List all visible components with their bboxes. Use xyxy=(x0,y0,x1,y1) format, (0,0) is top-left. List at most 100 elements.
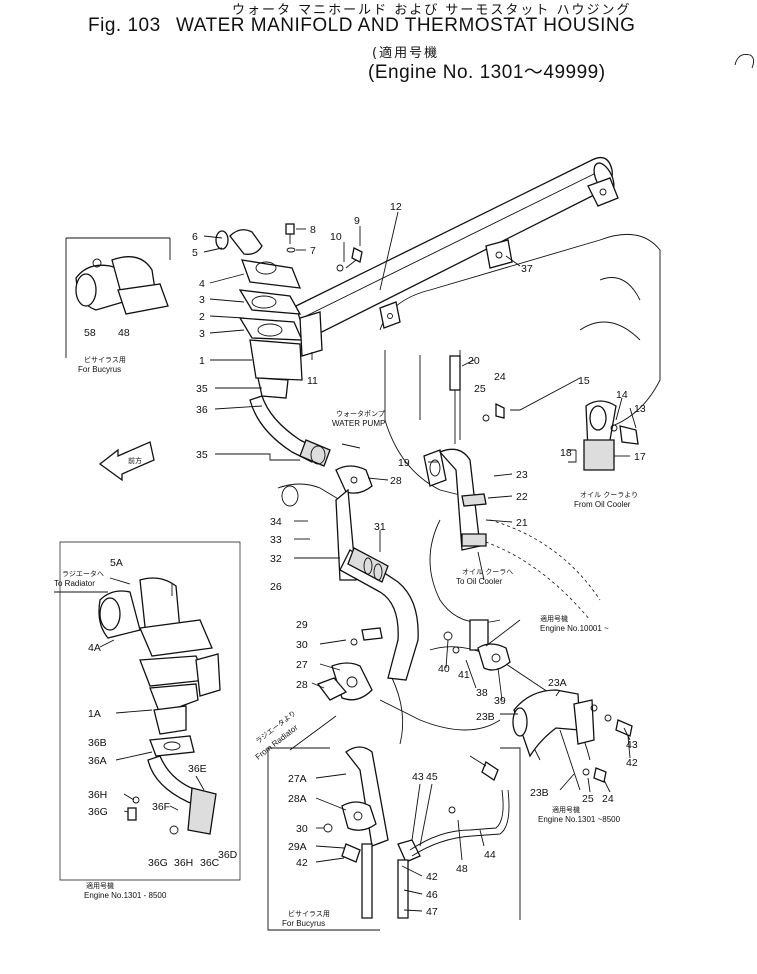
elbow-5 xyxy=(229,229,263,255)
label-28-lower: 28 xyxy=(296,679,308,691)
label-58: 58 xyxy=(84,327,96,339)
label-23B-upper: 23B xyxy=(476,711,495,723)
front-arrow-icon: 前方 xyxy=(98,441,155,482)
label-41: 41 xyxy=(458,669,470,681)
label-36F: 36F xyxy=(152,801,170,813)
engine-1301-8500-note-left: Engine No.1301 - 8500 xyxy=(84,891,167,900)
label-35-upper: 35 xyxy=(196,383,208,395)
fig-label: Fig. 103 xyxy=(88,15,161,36)
elbow-23A xyxy=(512,689,633,783)
bucyrus-jp-bottom: ビサイラス用 xyxy=(288,909,330,918)
label-27: 27 xyxy=(296,659,308,671)
label-36A: 36A xyxy=(88,755,107,767)
page-title: WATER MANIFOLD AND THERMOSTAT HOUSING xyxy=(176,15,636,36)
sensor-20 xyxy=(449,355,461,391)
label-33: 33 xyxy=(270,534,282,546)
to-radiator-note: To Radiator xyxy=(54,579,95,588)
corner-mark xyxy=(734,54,755,69)
label-43-lower: 43 xyxy=(412,771,424,783)
label-35-lower: 35 xyxy=(196,449,208,461)
bucyrus-inset-bottom xyxy=(267,746,521,931)
gasket-3 xyxy=(238,289,302,315)
label-2: 2 xyxy=(199,311,205,323)
label-10: 10 xyxy=(330,231,342,243)
to-oil-cooler-jp: オイル クーラへ xyxy=(462,568,513,576)
inset-1301-8500 xyxy=(59,541,241,881)
to-oil-cooler-note: To Oil Cooler xyxy=(456,577,503,586)
gasket-2-3 xyxy=(238,317,304,341)
engine-1301-8500-note-right: Engine No.1301 ~8500 xyxy=(538,815,621,824)
label-36: 36 xyxy=(196,404,208,416)
label-24-lower: 24 xyxy=(602,793,614,805)
thermostat-housing xyxy=(215,223,331,467)
label-36G-lower: 36G xyxy=(148,857,168,869)
label-1: 1 xyxy=(199,355,205,367)
from-oil-cooler-note: From Oil Cooler xyxy=(574,500,631,509)
tube-21 xyxy=(438,448,481,551)
label-20: 20 xyxy=(468,355,480,367)
label-25-lower: 25 xyxy=(582,793,594,805)
label-39: 39 xyxy=(494,695,506,707)
label-21: 21 xyxy=(516,517,528,529)
label-42-lower-left: 42 xyxy=(296,857,308,869)
label-36H-lower: 36H xyxy=(174,857,193,869)
label-36G: 36G xyxy=(88,806,108,818)
bolts-9-10 xyxy=(336,247,363,272)
label-37: 37 xyxy=(521,263,533,275)
label-42-lower: 42 xyxy=(426,871,438,883)
manifold-mount-flange xyxy=(485,239,513,269)
label-18: 18 xyxy=(560,447,572,459)
label-5: 5 xyxy=(192,247,198,259)
water-pump-note: WATER PUMP xyxy=(332,419,385,428)
label-3-upper: 3 xyxy=(199,294,205,306)
label-28-upper: 28 xyxy=(390,475,402,487)
label-12: 12 xyxy=(390,201,402,213)
label-24: 24 xyxy=(494,371,506,383)
label-4: 4 xyxy=(199,278,205,290)
water-manifold-pipe xyxy=(295,156,619,341)
label-26: 26 xyxy=(270,581,282,593)
label-29: 29 xyxy=(296,619,308,631)
pipe-31 xyxy=(316,547,419,701)
label-29A: 29A xyxy=(288,841,307,853)
engine-1301-8500-jp-right: 適用号機 xyxy=(552,805,580,814)
label-23A: 23A xyxy=(548,677,567,689)
label-48: 48 xyxy=(118,327,130,339)
label-45: 45 xyxy=(426,771,438,783)
label-9: 9 xyxy=(354,215,360,227)
label-40: 40 xyxy=(438,663,450,675)
label-25: 25 xyxy=(474,383,486,395)
label-31: 31 xyxy=(374,521,386,533)
svg-text:前方: 前方 xyxy=(128,456,142,465)
label-5A: 5A xyxy=(110,557,123,569)
engine-10001-jp: 適用号機 xyxy=(540,614,568,623)
label-36B: 36B xyxy=(88,737,107,749)
flange-19 xyxy=(423,449,447,487)
bolt-24-25 xyxy=(482,402,505,422)
label-36E: 36E xyxy=(188,763,207,775)
label-13: 13 xyxy=(634,403,646,415)
manifold-end-flange xyxy=(587,177,619,207)
bucyrus-note-bottom: For Bucyrus xyxy=(282,919,325,928)
label-1A: 1A xyxy=(88,708,101,720)
label-15: 15 xyxy=(578,375,590,387)
label-14: 14 xyxy=(616,389,628,401)
japanese-title: ウォータ マニホールド および サーモスタット ハウジング xyxy=(232,3,632,18)
label-7: 7 xyxy=(310,245,316,257)
label-4A: 4A xyxy=(88,642,101,654)
engine-10001-parts xyxy=(443,619,511,671)
bucyrus-note-top: For Bucyrus xyxy=(78,365,121,374)
water-pump-jp: ウォータポンプ xyxy=(336,409,385,418)
from-oil-cooler-jp: オイル クーラより xyxy=(580,491,638,499)
label-19: 19 xyxy=(398,457,410,469)
label-3-lower: 3 xyxy=(199,328,205,340)
label-42-right: 42 xyxy=(626,757,638,769)
label-30-lower: 30 xyxy=(296,823,308,835)
label-46: 46 xyxy=(426,889,438,901)
bucyrus-jp-top: ビサイラス用 xyxy=(84,355,126,364)
label-17: 17 xyxy=(634,451,646,463)
label-48-lower: 48 xyxy=(456,863,468,875)
label-23: 23 xyxy=(516,469,528,481)
label-32: 32 xyxy=(270,553,282,565)
